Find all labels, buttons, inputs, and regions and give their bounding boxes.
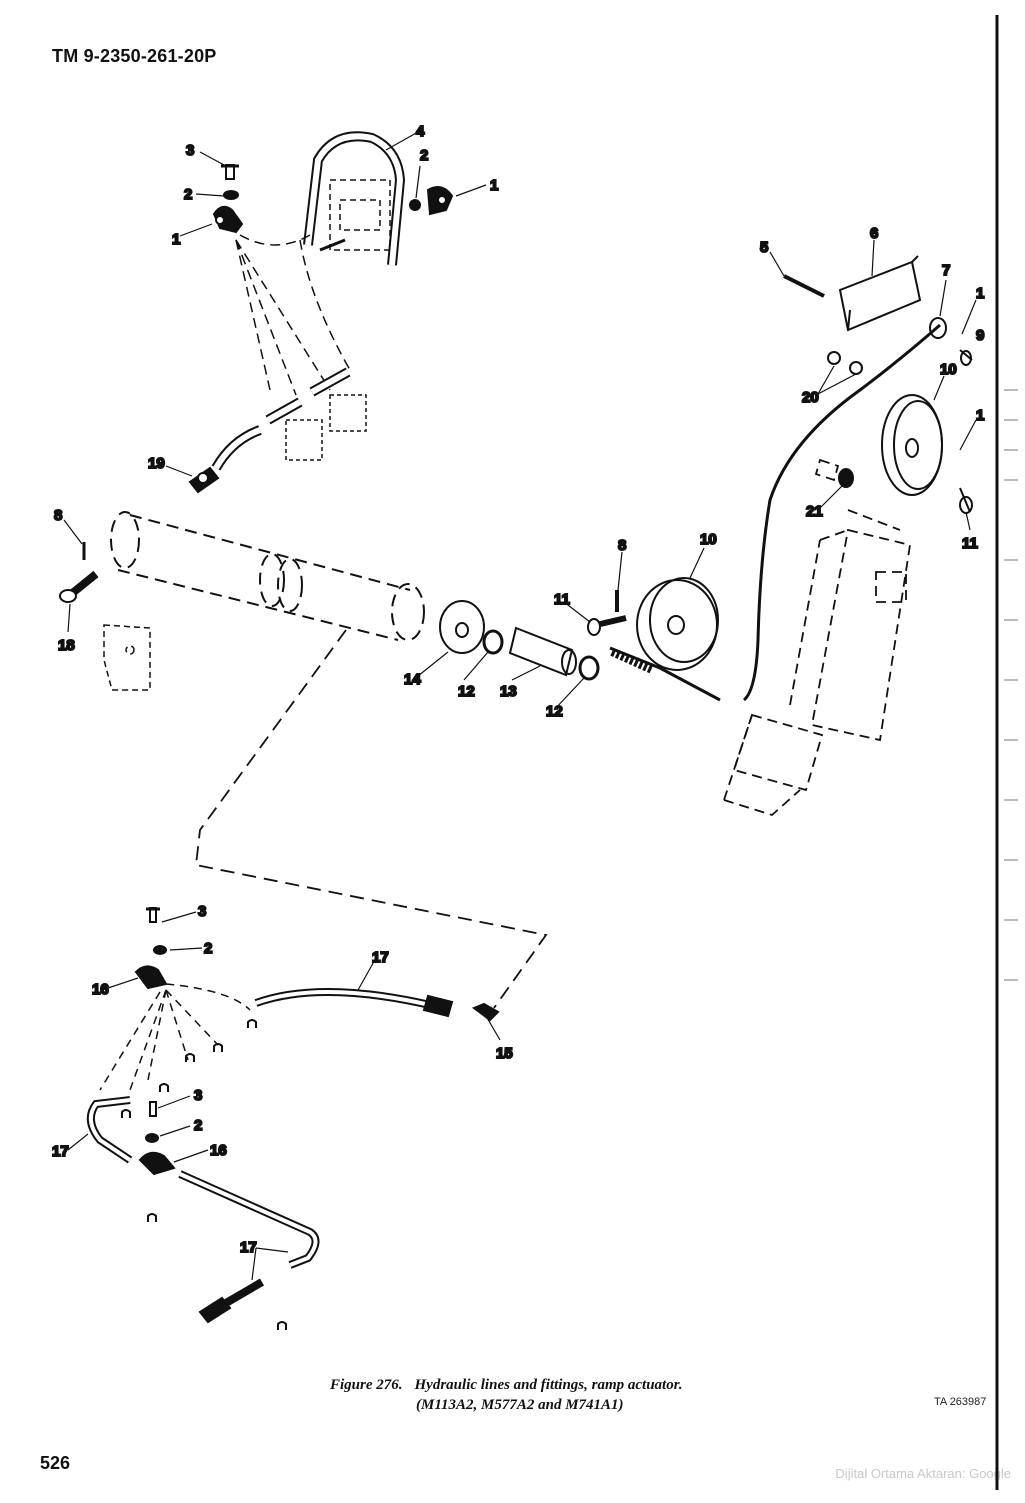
top-right-clamp — [409, 186, 454, 216]
assembly-lines-bottom — [99, 983, 251, 1091]
assembly-lines-top — [235, 234, 351, 396]
callout-18: 18 — [58, 637, 75, 654]
bolt-9 — [959, 349, 973, 366]
callout-1-top-left: 1 — [172, 231, 180, 248]
cable-7 — [742, 317, 947, 702]
callout-1-right-lower: 1 — [976, 407, 984, 424]
washer-20-b — [849, 361, 863, 375]
pulley-10-right — [881, 394, 943, 496]
callout-16-upper: 16 — [92, 981, 109, 998]
callout-1-top-right: 1 — [490, 177, 498, 194]
callout-15: 15 — [496, 1045, 513, 1062]
callout-20: 20 — [802, 389, 819, 406]
callout-2-bottom-upper: 2 — [204, 940, 212, 957]
callout-12-left: 12 — [458, 683, 475, 700]
pulley-10-center — [636, 577, 719, 671]
washer-20-a — [827, 351, 841, 365]
callout-13: 13 — [500, 683, 517, 700]
actuator-cylinder-hidden — [110, 511, 425, 641]
callout-2-top-left: 2 — [184, 186, 192, 203]
short-tubes — [211, 367, 351, 471]
fitting-15 — [471, 1002, 500, 1022]
callout-11-center: 11 — [554, 591, 570, 608]
callout-5: 5 — [760, 239, 768, 256]
callout-7: 7 — [942, 262, 950, 279]
callout-10-right: 10 — [940, 361, 957, 378]
callout-17-lower: 17 — [240, 1239, 257, 1256]
tube-bend-top — [303, 131, 406, 266]
callout-19: 19 — [148, 455, 165, 472]
callout-17-upper: 17 — [372, 949, 389, 966]
tube-17-upper — [254, 988, 454, 1018]
top-clamp-assembly — [212, 164, 244, 234]
callout-10-center: 10 — [700, 531, 717, 548]
figure-number: Figure 276. — [330, 1377, 403, 1393]
digitizer-watermark: Dijital Ortama Aktaran: Google — [835, 1466, 1011, 1481]
spring-21 — [838, 468, 854, 488]
tube-17-lower — [86, 1096, 320, 1324]
manual-number: TM 9-2350-261-20P — [52, 46, 217, 66]
figure-models: (M113A2, M577A2 and M741A1) — [416, 1397, 624, 1413]
fitting-19 — [188, 466, 220, 494]
small-clips — [121, 1019, 287, 1330]
ta-number: TA 263987 — [934, 1396, 987, 1408]
callout-4: 4 — [416, 123, 425, 140]
bolt-11-center — [587, 615, 627, 636]
bottom-clamp-16-upper — [134, 907, 168, 990]
callout-3-top: 3 — [186, 142, 194, 159]
callout-9: 9 — [976, 327, 984, 344]
callout-11-right: 11 — [962, 535, 978, 552]
callout-14: 14 — [404, 671, 421, 688]
callout-2-top-right: 2 — [420, 147, 428, 164]
page-number: 526 — [40, 1453, 71, 1473]
callout-2-bottom-lower: 2 — [194, 1117, 202, 1134]
bottom-clamp-16-lower — [138, 1101, 176, 1176]
ramp-housing-hidden — [723, 458, 912, 817]
bolt-11-right — [959, 487, 973, 514]
pin-5 — [783, 274, 825, 298]
exploded-parts-diagram: 3 4 2 1 2 1 5 6 7 1 9 20 10 1 19 21 8 18… — [51, 122, 985, 1330]
cable-end — [609, 646, 721, 702]
callout-3-bottom-upper: 3 — [198, 903, 206, 920]
callout-8-center: 8 — [618, 537, 626, 554]
washer-14 — [439, 600, 485, 654]
nut-12-left — [482, 629, 504, 655]
small-clamp-outlines — [285, 394, 367, 461]
callout-6: 6 — [870, 225, 878, 242]
callout-12-right: 12 — [546, 703, 563, 720]
spacer-13 — [508, 626, 577, 677]
callout-leaders — [63, 131, 977, 1281]
callout-17-left: 17 — [52, 1143, 69, 1160]
callout-16-lower: 16 — [210, 1142, 227, 1159]
bracket-hidden-left — [103, 624, 151, 691]
callout-21: 21 — [806, 503, 823, 520]
callout-8-left: 8 — [54, 507, 62, 524]
hidden-fitting-block — [329, 179, 391, 251]
pin-18 — [59, 570, 99, 603]
figure-caption: Figure 276. Hydraulic lines and fittings,… — [330, 1375, 850, 1415]
callout-1-right: 1 — [976, 285, 984, 302]
nut-12-right — [578, 655, 600, 681]
adjacent-page-edge — [995, 15, 1018, 1490]
bracket-6 — [838, 255, 922, 332]
callout-3-bottom-lower: 3 — [194, 1087, 202, 1104]
routing-line — [195, 629, 548, 1009]
figure-title: Hydraulic lines and fittings, ramp actua… — [414, 1377, 683, 1393]
